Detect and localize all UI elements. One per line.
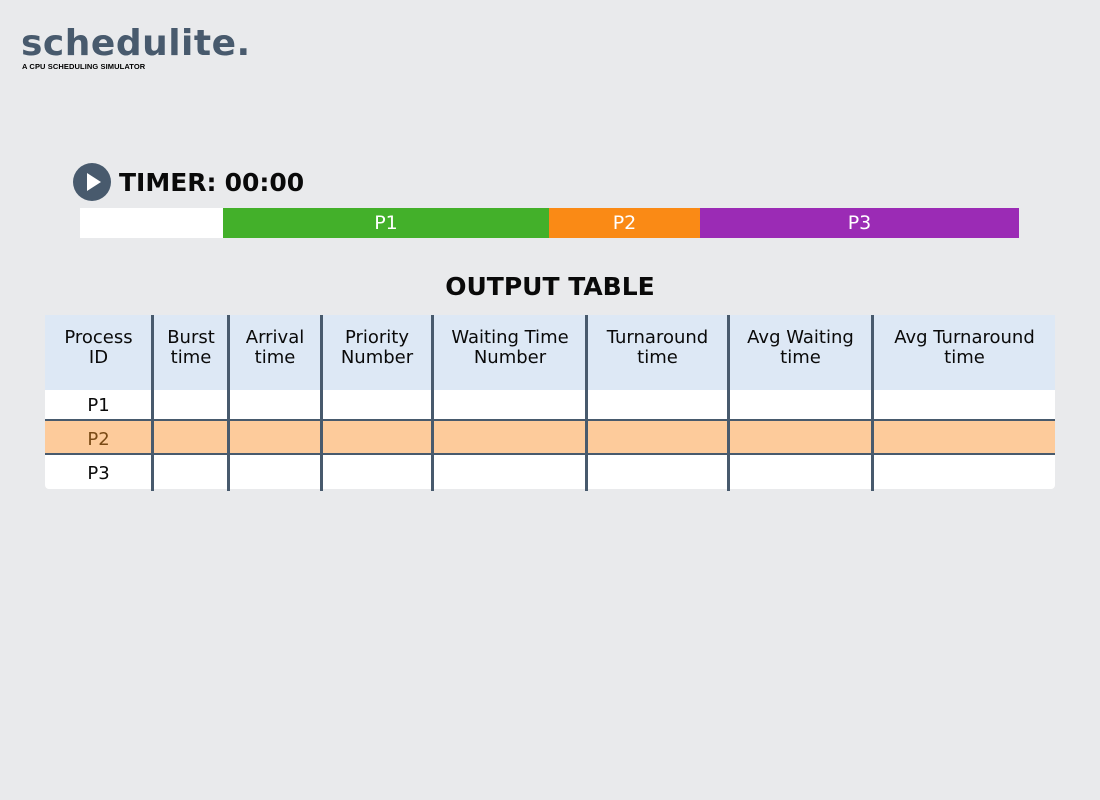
- play-button[interactable]: [73, 163, 111, 201]
- gantt-segment-p3: P3: [700, 208, 1019, 238]
- gantt-segment-p1: P1: [223, 208, 549, 238]
- play-icon: [87, 173, 101, 191]
- brand-name: schedulite.: [21, 23, 251, 64]
- output-table: Process ID Burst time Arrival time Prior…: [45, 315, 1055, 491]
- output-table-title: OUTPUT TABLE: [445, 272, 655, 301]
- brand-logo: schedulite. A CPU SCHEDULING SIMULATOR: [21, 23, 251, 72]
- process-id-cell: P2: [87, 429, 110, 450]
- column-divider: [585, 315, 588, 491]
- column-header-process-id: Process ID: [45, 328, 152, 388]
- column-header-arrival-time: Arrival time: [230, 328, 320, 388]
- table-row-p3: [45, 454, 1055, 489]
- column-header-turnaround-time: Turnaround time: [588, 328, 727, 388]
- column-divider: [871, 315, 874, 491]
- column-header-waiting-time-number: Waiting Time Number: [434, 328, 586, 388]
- column-header-line: time: [780, 347, 821, 368]
- column-header-line: time: [944, 347, 985, 368]
- column-header-line: time: [254, 347, 296, 368]
- column-divider: [227, 315, 230, 491]
- column-divider: [431, 315, 434, 491]
- column-header-line: Process: [64, 327, 133, 348]
- column-header-avg-turnaround-time: Avg Turnaround time: [874, 328, 1055, 388]
- gantt-chart: P1 P2 P3: [80, 208, 1019, 238]
- column-divider: [320, 315, 323, 491]
- row-divider: [45, 419, 1055, 421]
- row-divider: [45, 453, 1055, 455]
- column-header-line: Avg Waiting: [747, 327, 854, 348]
- gantt-segment-p2: P2: [549, 208, 700, 238]
- process-id-cell: P1: [87, 395, 110, 416]
- column-header-priority-number: Priority Number: [323, 328, 431, 388]
- column-header-line: ID: [88, 347, 109, 368]
- timer-display: TIMER: 00:00: [119, 168, 304, 197]
- column-header-line: time: [637, 347, 678, 368]
- column-header-line: Avg Turnaround: [894, 327, 1035, 348]
- column-header-burst-time: Burst time: [154, 328, 228, 388]
- timer-value: 00:00: [224, 167, 305, 197]
- table-header: [45, 315, 1055, 390]
- column-header-line: Priority: [344, 327, 410, 348]
- column-header-line: Number: [340, 347, 414, 368]
- column-header-line: Burst: [167, 327, 215, 348]
- process-id-cell: P3: [87, 463, 110, 484]
- table-row-p2: [45, 420, 1055, 454]
- column-header-line: Number: [473, 347, 547, 368]
- column-header-line: Waiting Time: [451, 327, 569, 348]
- column-header-avg-waiting-time: Avg Waiting time: [730, 328, 871, 388]
- gantt-segment-idle: [80, 208, 223, 238]
- column-header-line: time: [170, 347, 212, 368]
- column-header-line: Arrival: [245, 327, 305, 348]
- timer-label: TIMER:: [119, 167, 217, 197]
- table-row-p1: [45, 390, 1055, 420]
- column-divider: [151, 315, 154, 491]
- timer-bar: TIMER: 00:00: [73, 163, 304, 201]
- column-divider: [727, 315, 730, 491]
- brand-tagline: A CPU SCHEDULING SIMULATOR: [22, 62, 146, 71]
- column-header-line: Turnaround: [606, 327, 709, 348]
